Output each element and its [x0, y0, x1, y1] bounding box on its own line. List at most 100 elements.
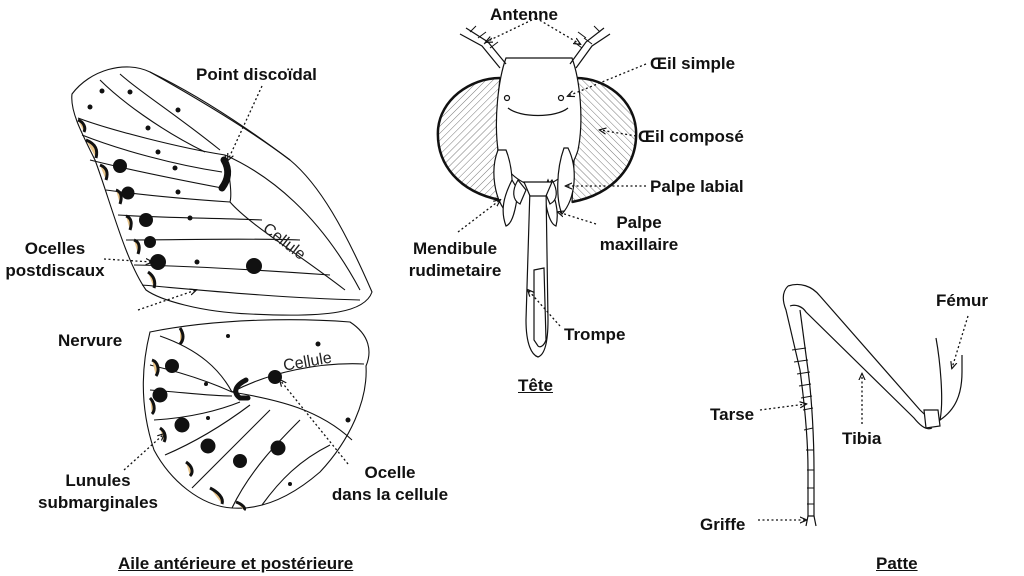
lunule [133, 238, 141, 255]
label-ocelles-line2: postdiscaux [5, 261, 105, 280]
lunule [77, 118, 87, 133]
discoidal-mark-hind [233, 377, 251, 401]
proboscis-inner [533, 267, 547, 348]
leg [782, 283, 963, 527]
arrow-mendibule [457, 200, 500, 233]
tarsus-segments [791, 347, 814, 505]
fore-wing-vein [224, 154, 361, 291]
hind-wing-vein [231, 391, 353, 441]
label-antenne: Antenne [490, 5, 558, 24]
caption-leg: Patte [876, 554, 918, 573]
antenna-right [569, 27, 605, 65]
label-palpe-maxillaire-line2: maxillaire [599, 235, 679, 254]
fore-wing-vein [141, 284, 361, 301]
label-palpe-maxillaire: Palpe maxillaire [584, 212, 694, 256]
ocelle-in-cell [268, 370, 282, 384]
ocelle [233, 454, 247, 468]
hind-wing-vein [231, 419, 301, 509]
ocelle [139, 213, 153, 227]
label-ocelles-line1: Ocelles [24, 239, 86, 258]
spot [127, 89, 133, 95]
lunule [99, 163, 109, 181]
label-ocelles-postdiscaux: Ocelles postdiscaux [0, 238, 110, 282]
label-mendibule-line2: rudimetaire [408, 261, 502, 280]
arrow-oeil-compose [600, 130, 637, 137]
hind-wing-vein [191, 409, 271, 489]
ocelle [270, 440, 286, 456]
label-mendibule: Mendibule rudimetaire [396, 238, 514, 282]
label-mendibule-line1: Mendibule [412, 239, 498, 258]
spot [172, 165, 178, 171]
antenna-segments [469, 25, 601, 49]
label-ocelle-cellule-line1: Ocelle [364, 463, 416, 482]
spot [145, 125, 151, 131]
spot [87, 104, 93, 110]
hind-wing-vein [153, 401, 241, 421]
lunule [151, 358, 160, 377]
arrow-antenne [486, 17, 537, 42]
antenna-left [465, 27, 507, 65]
arrow-femur [952, 315, 969, 368]
label-lunules-line2: submarginales [38, 493, 158, 512]
ocelle [174, 417, 190, 433]
hind-wing-vein [164, 404, 251, 456]
claw [805, 515, 817, 527]
lunule [85, 138, 99, 159]
ocelle [165, 359, 179, 373]
caption-wings: Aile antérieure et postérieure [118, 554, 354, 573]
lunule [148, 396, 156, 416]
compound-eye-right-outline [571, 76, 638, 204]
proboscis-base [523, 181, 553, 197]
caption-head: Tête [518, 376, 553, 395]
proboscis [525, 187, 549, 358]
ocelle [121, 186, 135, 200]
lunule [235, 500, 246, 512]
label-palpe-maxillaire-line1: Palpe [616, 213, 662, 232]
ocelle [150, 254, 166, 270]
mandible-left [513, 178, 527, 205]
hind-wing-vein [261, 444, 331, 506]
spot [315, 341, 321, 347]
hind-wing-spots [152, 334, 351, 486]
fore-wing-lunules [77, 118, 157, 289]
lunule [147, 270, 157, 289]
label-lunules-submarginales: Lunules submarginales [30, 470, 166, 514]
arrow-ocelle-cellule [280, 380, 349, 465]
spot [204, 382, 208, 386]
label-tarse: Tarse [710, 405, 755, 424]
label-trompe: Trompe [564, 325, 626, 344]
spot [206, 416, 210, 420]
fore-wing-vein [77, 117, 226, 156]
hind-wing-vein [159, 335, 233, 393]
arrow-tarse [759, 404, 806, 411]
spot [288, 482, 292, 486]
ocelle [113, 159, 127, 173]
spot [175, 107, 181, 113]
compound-eye-right [571, 77, 637, 203]
femur-tibia-inner [789, 304, 933, 430]
arrow-ocelles [103, 259, 152, 262]
lunule [125, 214, 133, 231]
point-discoidal-mark [218, 156, 232, 192]
fore-wing-vein [99, 79, 206, 153]
label-oeil-compose: Œil composé [638, 127, 744, 146]
lunule [185, 460, 194, 478]
head-face-line [507, 107, 569, 117]
antenna-right-2 [575, 33, 611, 69]
label-palpe-labial: Palpe labial [650, 177, 744, 196]
ocelle [144, 236, 156, 248]
lunule [178, 327, 185, 346]
lunule [115, 188, 123, 205]
compound-eye-left [437, 77, 501, 201]
label-point-discoidal: Point discoïdal [196, 65, 317, 84]
arrow-trompe [528, 290, 561, 327]
pointer-arrows [103, 17, 969, 520]
hind-wing-vein [231, 363, 365, 393]
hind-wing [142, 319, 370, 509]
tarsus [782, 285, 815, 517]
mandible-right [543, 178, 557, 205]
spot [99, 88, 105, 94]
head [436, 25, 638, 358]
spot [194, 259, 200, 265]
